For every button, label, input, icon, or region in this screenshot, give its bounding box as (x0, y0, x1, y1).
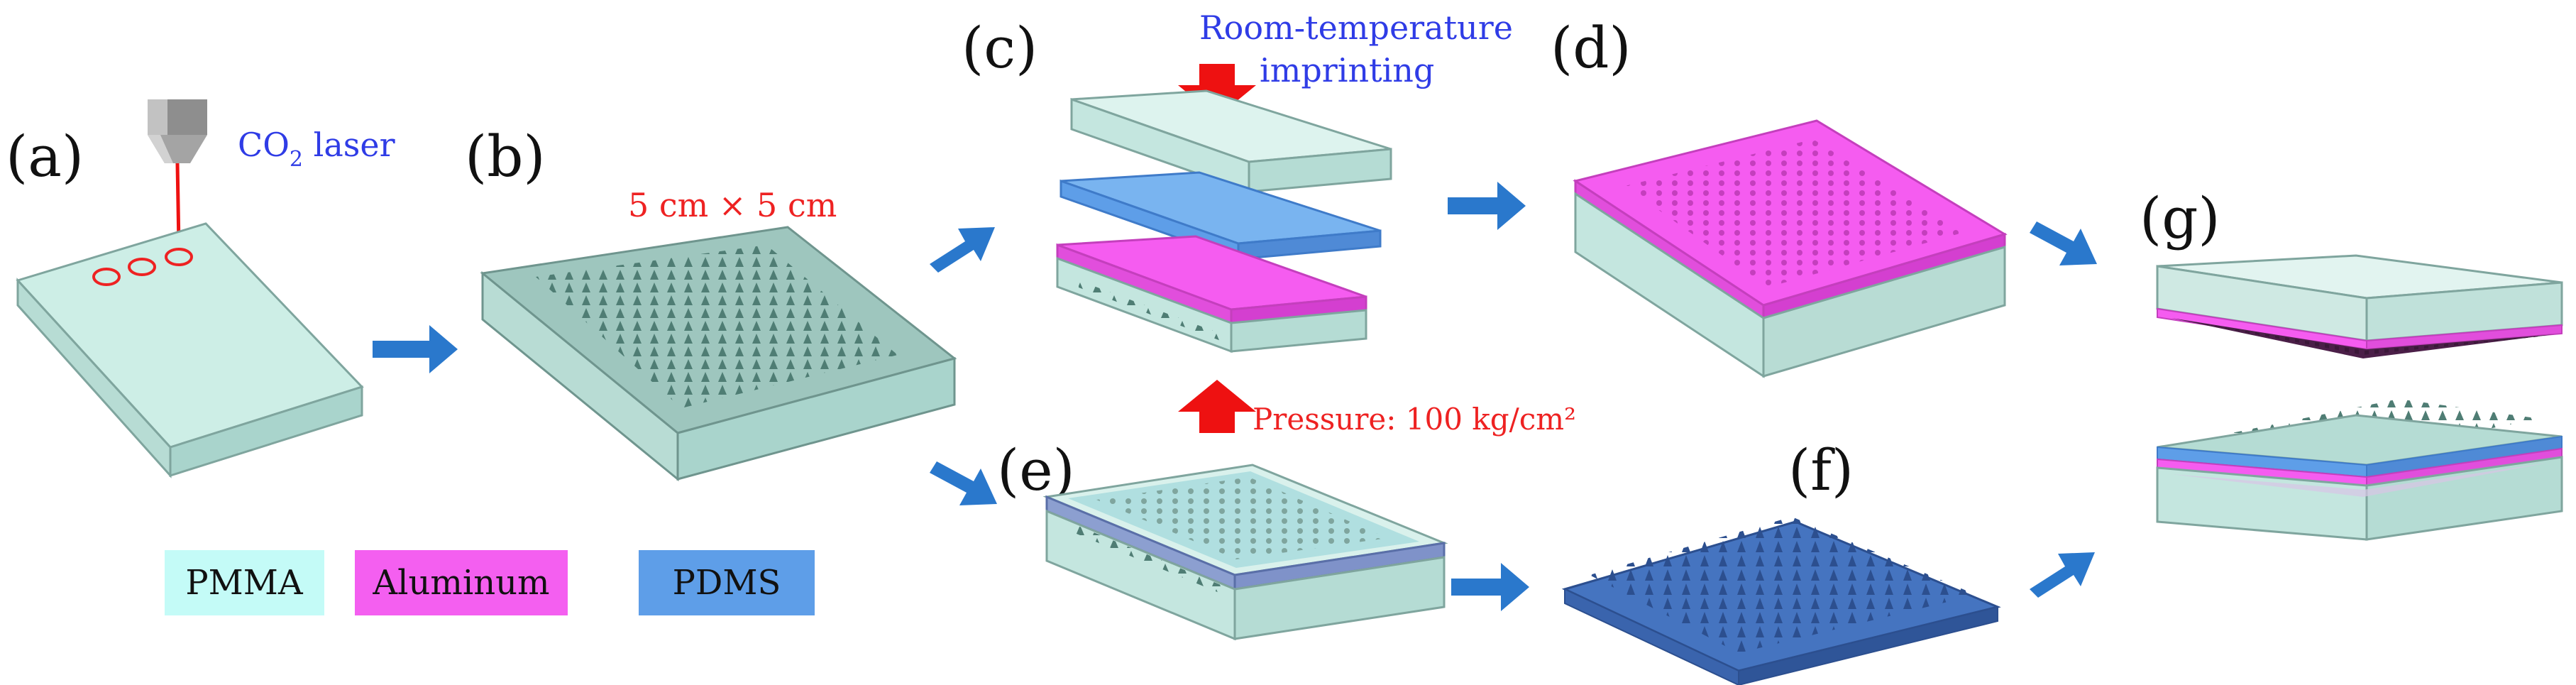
legend-swatch-pdms (639, 550, 815, 615)
legend-item-pmma: PMMA (165, 550, 324, 615)
arrow-b-to-e (930, 461, 997, 505)
panel-a: (a) CO2 laser (6, 99, 395, 478)
panel-g: (g) (2140, 185, 2563, 541)
press-down-arrow-icon (1178, 64, 1256, 117)
bottom-assembly-g (2156, 399, 2563, 541)
legend-label-pmma: PMMA (185, 563, 304, 603)
pdms-microneedles-f (1561, 517, 2001, 685)
panel-label-c: (c) (962, 15, 1037, 81)
imprint-label-line1: Room-temperature (1199, 9, 1513, 47)
arrow-d-to-g (2030, 221, 2097, 265)
press-up-arrow-icon (1178, 380, 1256, 433)
arrow-a-to-b (373, 325, 458, 373)
size-label: 5 cm × 5 cm (628, 186, 837, 224)
panel-c: (c) Room-temperature imprinting Pr (962, 9, 1576, 437)
panel-e: (e) (997, 437, 1448, 641)
panel-label-a: (a) (6, 124, 84, 190)
panel-label-e: (e) (997, 437, 1075, 503)
legend-label-aluminum: Aluminum (372, 563, 549, 603)
legend-swatch-pmma (165, 550, 324, 615)
arrow-f-to-g (2030, 552, 2095, 598)
aluminum-on-pmma-d (1573, 119, 2008, 378)
legend-swatch-aluminum (355, 550, 568, 615)
aluminum-pmma-mold-c (1056, 235, 1367, 354)
arrow-e-to-f (1451, 563, 1529, 611)
arrow-b-to-c (930, 227, 995, 273)
pmma-block-a (16, 222, 364, 478)
laser-label: CO2 laser (238, 126, 395, 172)
panel-d: (d) (1551, 15, 2008, 378)
arrow-c-to-d (1448, 182, 1526, 230)
panel-b: (b) 5 cm × 5 cm (465, 124, 957, 482)
panel-label-d: (d) (1551, 15, 1631, 81)
pdms-cast-e (1042, 464, 1448, 641)
legend-item-pdms: PDMS (639, 550, 815, 615)
pressure-label: Pressure: 100 kg/cm² (1253, 402, 1576, 437)
laser-nozzle-icon (148, 99, 207, 246)
pmma-mold-b (480, 226, 957, 482)
laser-spots (92, 248, 193, 286)
imprint-label-line2: imprinting (1260, 51, 1434, 89)
panel-label-f: (f) (1788, 437, 1854, 503)
top-assembly-g (2156, 254, 2563, 358)
panel-label-g: (g) (2140, 185, 2220, 251)
pmma-top-plate-c (1070, 89, 1392, 194)
legend-label-pdms: PDMS (673, 563, 781, 603)
panel-f: (f) (1561, 437, 2001, 685)
panel-label-b: (b) (465, 124, 546, 190)
legend-item-aluminum: Aluminum (355, 550, 568, 615)
legend: PMMA Aluminum PDMS (165, 550, 815, 615)
